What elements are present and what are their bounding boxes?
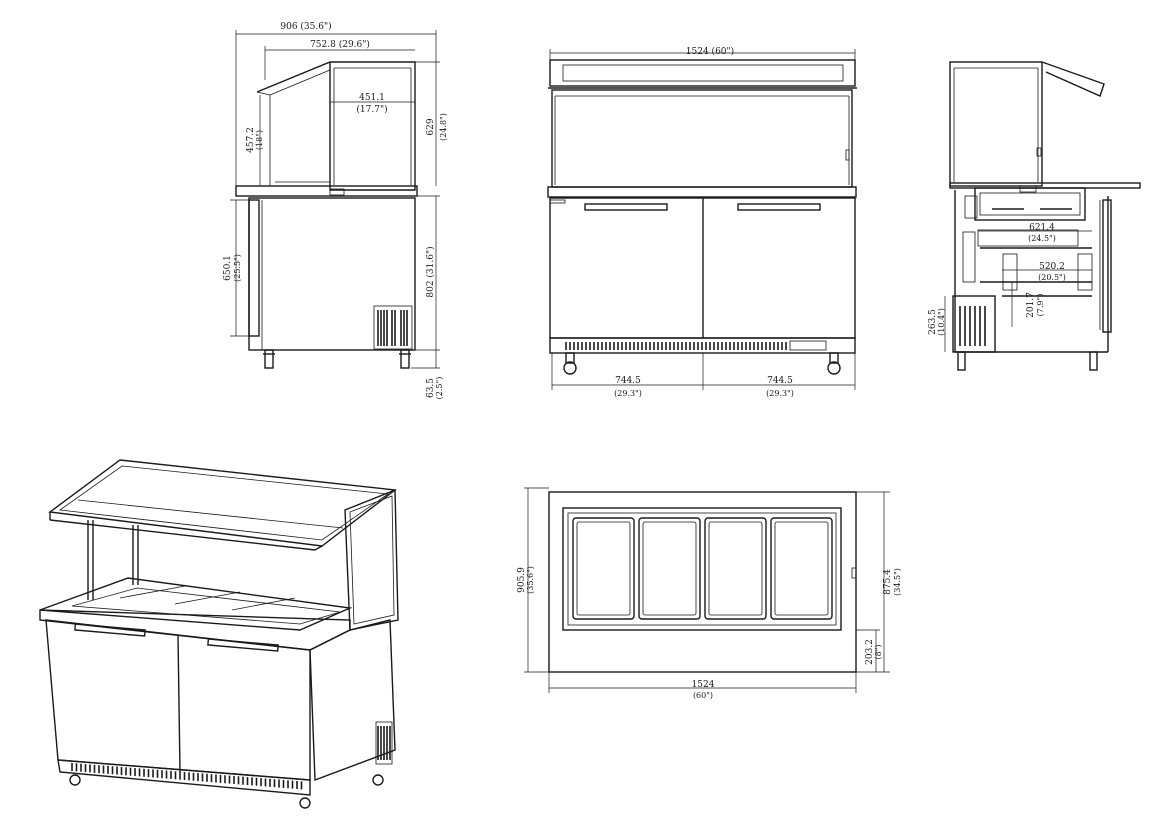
front-kickplate: [549, 337, 856, 354]
top-width-label: 1524: [692, 680, 715, 690]
top-depth-label: 905.9: [517, 567, 527, 593]
side-canopy: [256, 61, 416, 191]
side-glass-depth-label: 451.1: [359, 93, 385, 103]
iso-pans: [39, 577, 353, 631]
section-canopy: [949, 61, 1105, 187]
top-inner-depth-label: 875.4: [883, 569, 893, 595]
side-vent-grille: [373, 305, 413, 350]
front-canopy: [548, 59, 857, 188]
iso-sneeze-guard: [87, 488, 399, 631]
top-outline: [548, 491, 857, 673]
section-inner-width-in-label: (20.5"): [1038, 273, 1066, 282]
section-compressor: [952, 295, 996, 353]
side-glass-depth-in-label: (17.7"): [356, 104, 387, 115]
section-shelf-gap-in-label: (7.9"): [1036, 294, 1045, 317]
section-shelf-width-label: 621.4: [1029, 223, 1055, 233]
iso-casters: [69, 774, 384, 809]
side-door-height-in-label: (25.5"): [233, 254, 242, 282]
section-dimension-lines: [944, 230, 1092, 352]
front-left-door-label: 744.5: [615, 376, 641, 386]
side-control-box: [329, 188, 345, 196]
section-compressor-height-in-label: (10.4"): [937, 308, 946, 336]
top-pans: [572, 517, 833, 620]
section-counter: [949, 182, 1141, 221]
section-cabinet: [954, 190, 1112, 353]
top-inner-depth-in-label: (34.5"): [893, 568, 902, 596]
side-sneeze-height-label: 457.2: [246, 127, 256, 153]
front-left-door-in-label: (29.3"): [614, 389, 642, 398]
top-width-in-label: (60"): [693, 691, 713, 700]
side-casters: [263, 349, 411, 369]
iso-vent-grille: [375, 721, 393, 765]
side-canopy-depth-label: 752.8 (29.6"): [310, 39, 370, 50]
isometric-view: [39, 459, 399, 809]
section-inner-width-label: 520.2: [1039, 262, 1065, 272]
front-overall-width-label: 1524 (60"): [686, 46, 734, 57]
top-depth-in-label: (35.6"): [526, 566, 535, 594]
side-counter: [235, 185, 418, 197]
top-dimension-lines: [524, 487, 890, 693]
side-caster-height-in-label: (2.5"): [435, 377, 444, 400]
side-cabinet: [248, 197, 416, 351]
side-dimension-lines: [230, 30, 440, 369]
top-edge-label: 203.2: [865, 639, 875, 665]
top-edge-in-label: (8"): [874, 644, 883, 659]
top-view: 1524 (60") 905.9 (35.6") 875.4 (34.5") 2…: [517, 487, 902, 700]
section-shelf-gap-label: 201.7: [1026, 292, 1036, 318]
front-view: 1524 (60") 744.5 (29.3") 744.5 (29.3"): [547, 46, 857, 398]
iso-kickplate: [57, 759, 311, 796]
side-door-height-label: 650.1: [223, 255, 233, 281]
front-cabinet: [549, 197, 856, 339]
front-counter: [547, 186, 857, 198]
section-casters: [957, 351, 1098, 371]
front-dimension-lines: [549, 49, 856, 390]
iso-cabinet: [39, 609, 396, 781]
front-right-door-label: 744.5: [767, 376, 793, 386]
side-canopy-height-label: 629: [426, 118, 436, 135]
section-view: 621.4 (24.5") 520.2 (20.5") 201.7 (7.9")…: [928, 61, 1141, 371]
section-compressor-height-label: 263.5: [928, 309, 938, 335]
front-right-door-in-label: (29.3"): [766, 389, 794, 398]
side-view: 906 (35.6") 752.8 (29.6") 451.1 (17.7") …: [223, 21, 448, 399]
side-body-height-label: 802 (31.6"): [425, 246, 436, 297]
iso-canopy: [48, 459, 397, 551]
front-casters: [563, 352, 841, 375]
side-sneeze-height-in-label: (18"): [255, 130, 264, 150]
section-shelf-width-in-label: (24.5"): [1028, 234, 1056, 243]
side-overall-depth-label: 906 (35.6"): [280, 21, 331, 32]
side-caster-height-label: 63.5: [426, 378, 436, 398]
side-canopy-height-in-label: (24.8"): [439, 113, 448, 141]
